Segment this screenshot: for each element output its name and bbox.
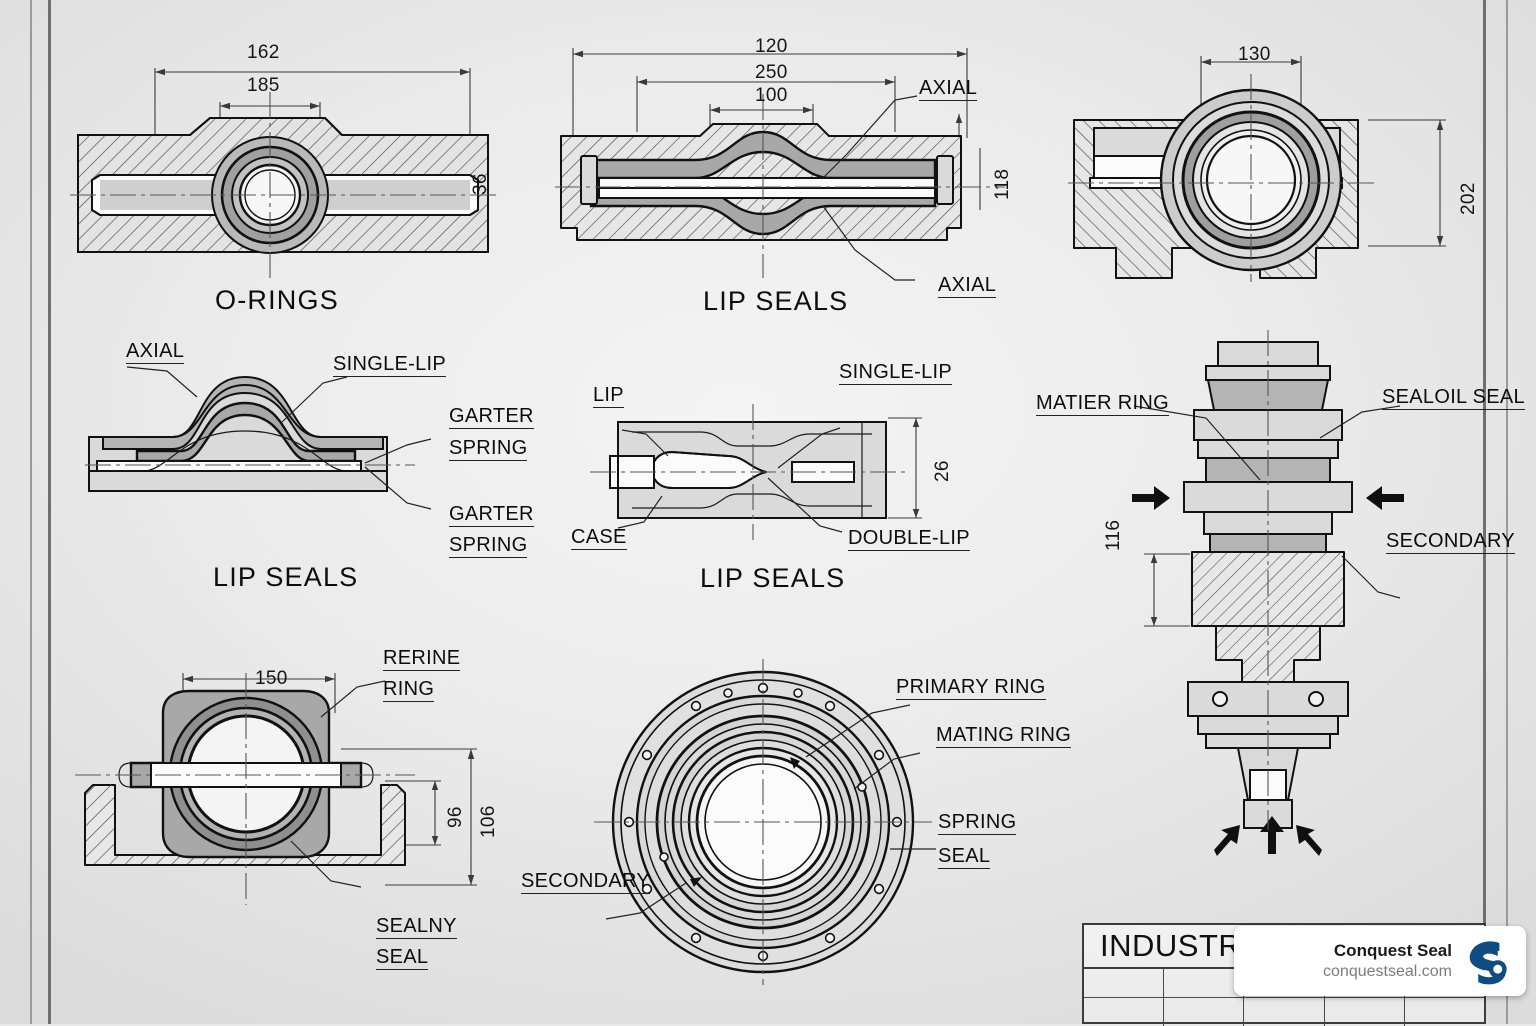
dim-lip-seals-overall: 120 [755, 36, 788, 57]
callout-primary-ring: PRIMARY RING [896, 676, 1046, 700]
watermark-badge[interactable]: Conquest Seal conquestseal.com [1234, 926, 1526, 996]
watermark-url: conquestseal.com [1323, 962, 1452, 980]
dim-bearing-width: 150 [255, 668, 288, 689]
title-block-cell [1084, 998, 1165, 1026]
dim-bearing-inner-height: 96 [445, 806, 466, 828]
title-block-cell [1405, 998, 1484, 1026]
caption-lip-seals-mid-center: LIP SEALS [700, 563, 846, 593]
dim-housing-bore: 130 [1238, 44, 1271, 65]
dim-o-rings-inner: 185 [247, 75, 280, 96]
frame-border-left-outer [30, 0, 32, 1024]
callout-secondary-bottom: SECONDARY [521, 870, 651, 894]
callout-matier-ring: MATIER RING [1036, 392, 1169, 416]
caption-lip-seals-top: LIP SEALS [703, 286, 849, 316]
callout-case: CASE [571, 526, 627, 550]
view-bearing-bottom-left-drawing [75, 673, 477, 905]
title-block-row-2 [1084, 997, 1484, 1026]
callout-sealny-seal-line1: SEALNY [376, 915, 457, 939]
callout-spring-seal-line2: SEAL [938, 845, 991, 869]
callout-axial-mid-left: AXIAL [126, 340, 185, 364]
callout-double-lip: DOUBLE-LIP [848, 527, 970, 551]
dim-o-rings-height: 36 [470, 173, 491, 195]
callout-rerine-ring-line1: RERINE [383, 647, 461, 671]
frame-border-right-outer [1506, 0, 1508, 1024]
conquest-s-logo-icon [1469, 941, 1507, 985]
callout-single-lip-mid-center: SINGLE-LIP [839, 361, 953, 385]
title-block-cell [1084, 969, 1165, 997]
callout-single-lip-mid-left: SINGLE-LIP [333, 353, 447, 377]
callout-axial-bottom: AXIAL [938, 274, 997, 298]
callout-sealny-seal-line2: SEAL [376, 946, 429, 970]
view-cartridge-mid-right-drawing [1132, 330, 1404, 856]
caption-lip-seals-mid-left: LIP SEALS [213, 562, 359, 592]
caption-o-rings: O-RINGS [215, 285, 339, 315]
callout-spring-seal-line1: SPRING [938, 811, 1017, 835]
watermark-text: Conquest Seal conquestseal.com [1323, 940, 1452, 981]
frame-border-right-inner [1483, 0, 1486, 1024]
watermark-brand-name: Conquest Seal [1333, 941, 1452, 961]
view-lip-seals-mid-center-drawing [590, 404, 922, 540]
dim-lip-seals-height: 118 [992, 168, 1013, 200]
view-housing-top-right-drawing [1068, 56, 1446, 282]
title-block-cell [1164, 969, 1245, 997]
title-block-cell [1244, 998, 1325, 1026]
view-lip-seals-top-drawing [555, 48, 1005, 281]
dim-bearing-outer-height: 106 [478, 805, 499, 838]
dim-lip-seals-bore: 100 [755, 85, 788, 106]
view-lip-seals-mid-left-drawing [85, 366, 432, 510]
callout-garter-lower-line1: GARTER [449, 503, 534, 527]
dim-cartridge-height: 116 [1103, 519, 1124, 551]
callout-garter-lower-line2: SPRING [449, 534, 528, 558]
frame-border-left-inner [48, 0, 51, 1024]
title-block-cell [1164, 998, 1245, 1026]
callout-mating-ring: MATING RING [936, 724, 1072, 748]
callout-garter-upper-line1: GARTER [449, 405, 534, 429]
title-block-cell [1325, 998, 1405, 1026]
callout-garter-upper-line2: SPRING [449, 437, 528, 461]
dim-lip-seals-mid: 250 [755, 62, 788, 83]
dim-lip-seals-mid-center-height: 26 [932, 460, 953, 482]
callout-rerine-ring-line2: RING [383, 678, 435, 702]
callout-axial-top: AXIAL [919, 77, 978, 101]
view-o-rings-drawing [70, 68, 500, 280]
dim-housing-height: 202 [1458, 182, 1479, 215]
callout-lip: LIP [593, 384, 624, 408]
dim-o-rings-outer: 162 [247, 42, 280, 63]
callout-secondary-mid-right: SECONDARY [1386, 530, 1516, 554]
callout-seal-oil-seal: SEALOIL SEAL [1382, 386, 1525, 410]
view-mechanical-seal-face-drawing [594, 659, 936, 985]
